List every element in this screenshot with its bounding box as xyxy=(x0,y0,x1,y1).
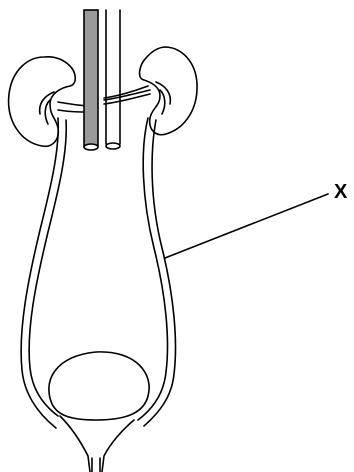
label-x-leader xyxy=(165,194,328,258)
aorta xyxy=(84,10,98,146)
left-ureter xyxy=(21,118,66,428)
bladder xyxy=(49,352,149,420)
label-x: X xyxy=(334,182,347,202)
right-ureter xyxy=(138,118,176,426)
aorta-end xyxy=(84,144,98,150)
vena-cava-end xyxy=(106,143,120,149)
urethra xyxy=(60,416,134,472)
vena-cava xyxy=(106,10,120,144)
right-kidney-pelvis xyxy=(156,82,170,114)
